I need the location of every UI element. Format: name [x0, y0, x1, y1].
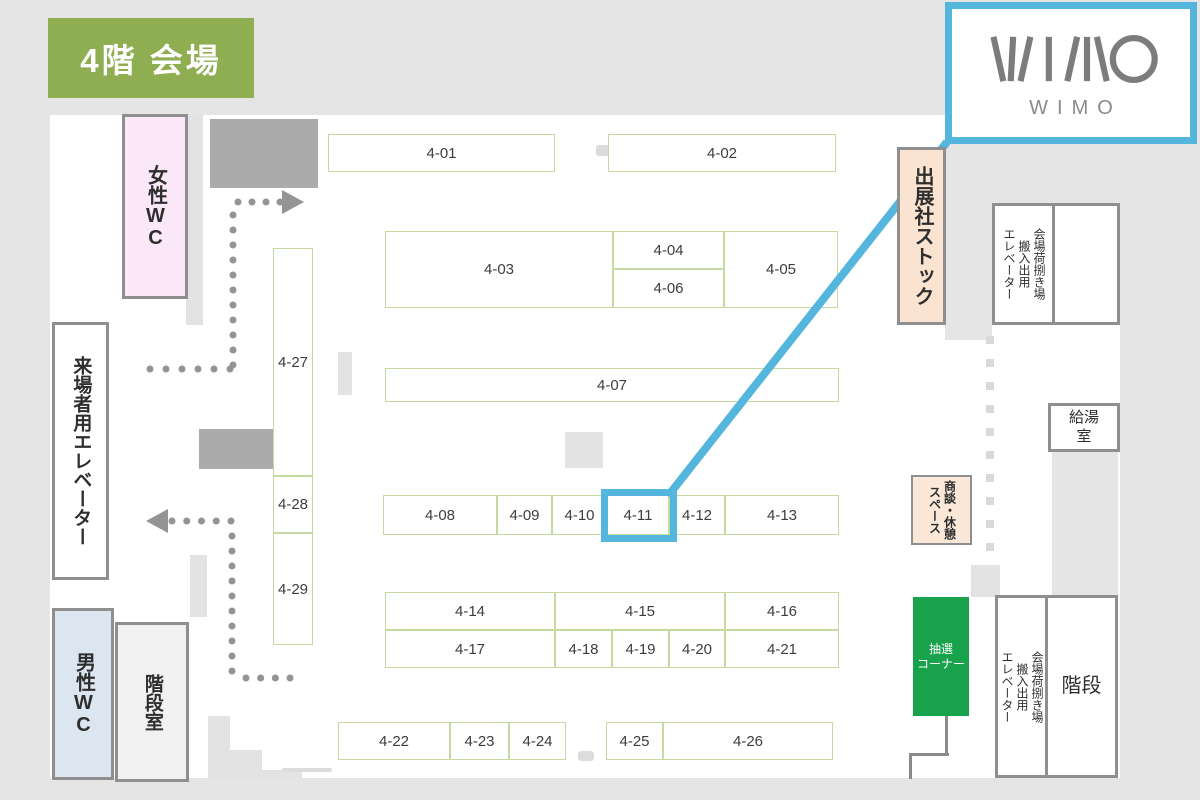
- room-loading-elevator-top-cab: [1052, 203, 1120, 325]
- brand-callout-box: WIMO: [945, 2, 1197, 144]
- room-lottery-corner: 抽選 コーナー: [913, 597, 969, 716]
- room-men-wc-label: 男性WC: [72, 652, 95, 736]
- booth-4-22: 4-22: [338, 722, 450, 760]
- room-women-wc-label: 女性WC: [144, 164, 167, 249]
- room-exhibitor-stock-label: 出展社ストック: [911, 166, 933, 306]
- room-stairwell-label: 階段室: [141, 673, 163, 731]
- room-loading-elevator-top: 会場荷捌き場 搬入出用 エレベーター: [992, 203, 1055, 325]
- room-kitchenette-label: 給湯 室: [1068, 408, 1099, 445]
- brand-name: WIMO: [1029, 96, 1122, 119]
- booth-4-10: 4-10: [552, 495, 607, 535]
- wimo-logo: [990, 34, 1158, 83]
- wall-patch: [338, 352, 352, 395]
- room-visitor-elevator: 来場者用エレベーター: [52, 322, 109, 580]
- room-lottery-corner-label: 抽選 コーナー: [916, 641, 965, 671]
- backstage-zone: [1120, 203, 1145, 778]
- wall-step-line: [909, 753, 912, 779]
- room-men-wc: 男性WC: [52, 608, 114, 780]
- booth-4-06: 4-06: [613, 269, 724, 308]
- booth-4-27: 4-27: [273, 248, 313, 476]
- booth-4-12: 4-12: [669, 495, 725, 535]
- booth-4-05: 4-05: [724, 231, 838, 308]
- pillar: [199, 429, 273, 469]
- booth-4-07: 4-07: [385, 368, 839, 402]
- booth-4-17: 4-17: [385, 630, 555, 668]
- wall-step-line: [945, 715, 948, 756]
- booth-4-18: 4-18: [555, 630, 612, 668]
- room-meeting-rest-space: 商談・休憩 スペース: [911, 475, 972, 545]
- booth-4-09: 4-09: [497, 495, 552, 535]
- booth-4-02: 4-02: [608, 134, 836, 172]
- floor-title: 4階 会場: [48, 18, 254, 98]
- booth-4-15: 4-15: [555, 592, 725, 630]
- backstage-zone: [945, 203, 992, 340]
- booth-4-08: 4-08: [383, 495, 497, 535]
- room-loading-elevator-bottom-label: 会場荷捌き場 搬入出用 エレベーター: [1000, 650, 1044, 723]
- room-stairs-label: 階段: [1061, 675, 1102, 697]
- booth-4-21: 4-21: [725, 630, 839, 668]
- door-gap: [578, 751, 594, 761]
- room-exhibitor-stock: 出展社ストック: [897, 147, 946, 325]
- door-gap: [282, 768, 332, 772]
- booth-4-04: 4-04: [613, 231, 724, 269]
- wall-patch: [190, 555, 207, 617]
- room-meeting-rest-space-label: 商談・休憩 スペース: [927, 480, 957, 540]
- booth-4-28: 4-28: [273, 476, 313, 533]
- booth-4-13: 4-13: [725, 495, 839, 535]
- wall-step-line: [909, 753, 949, 756]
- room-stairwell: 階段室: [115, 622, 189, 782]
- wall-patch: [565, 432, 603, 468]
- wall-patch: [186, 115, 203, 325]
- booth-4-16: 4-16: [725, 592, 839, 630]
- room-stairs: 階段: [1045, 595, 1118, 778]
- wall-patch: [262, 770, 302, 778]
- door-gap: [596, 145, 616, 156]
- booth-4-23: 4-23: [450, 722, 509, 760]
- booth-4-24: 4-24: [509, 722, 566, 760]
- booth-4-29: 4-29: [273, 533, 313, 645]
- room-loading-elevator-bottom: 会場荷捌き場 搬入出用 エレベーター: [995, 595, 1048, 778]
- booth-4-26: 4-26: [663, 722, 833, 760]
- room-women-wc: 女性WC: [122, 114, 188, 299]
- booth-4-25: 4-25: [606, 722, 663, 760]
- booth-4-20: 4-20: [669, 630, 725, 668]
- booth-4-01: 4-01: [328, 134, 555, 172]
- pillar: [210, 119, 318, 188]
- backstage-zone: [1052, 451, 1118, 595]
- highlighted-booth-frame: [601, 489, 677, 542]
- wall-patch: [971, 565, 1000, 597]
- room-loading-elevator-top-label: 会場荷捌き場 搬入出用 エレベーター: [1002, 228, 1046, 300]
- room-visitor-elevator-label: 来場者用エレベーター: [70, 356, 92, 546]
- booth-4-19: 4-19: [612, 630, 669, 668]
- room-kitchenette: 給湯 室: [1048, 403, 1120, 452]
- booth-4-03: 4-03: [385, 231, 613, 308]
- wall-patch: [208, 716, 230, 778]
- booth-4-14: 4-14: [385, 592, 555, 630]
- wall-patch: [230, 750, 262, 778]
